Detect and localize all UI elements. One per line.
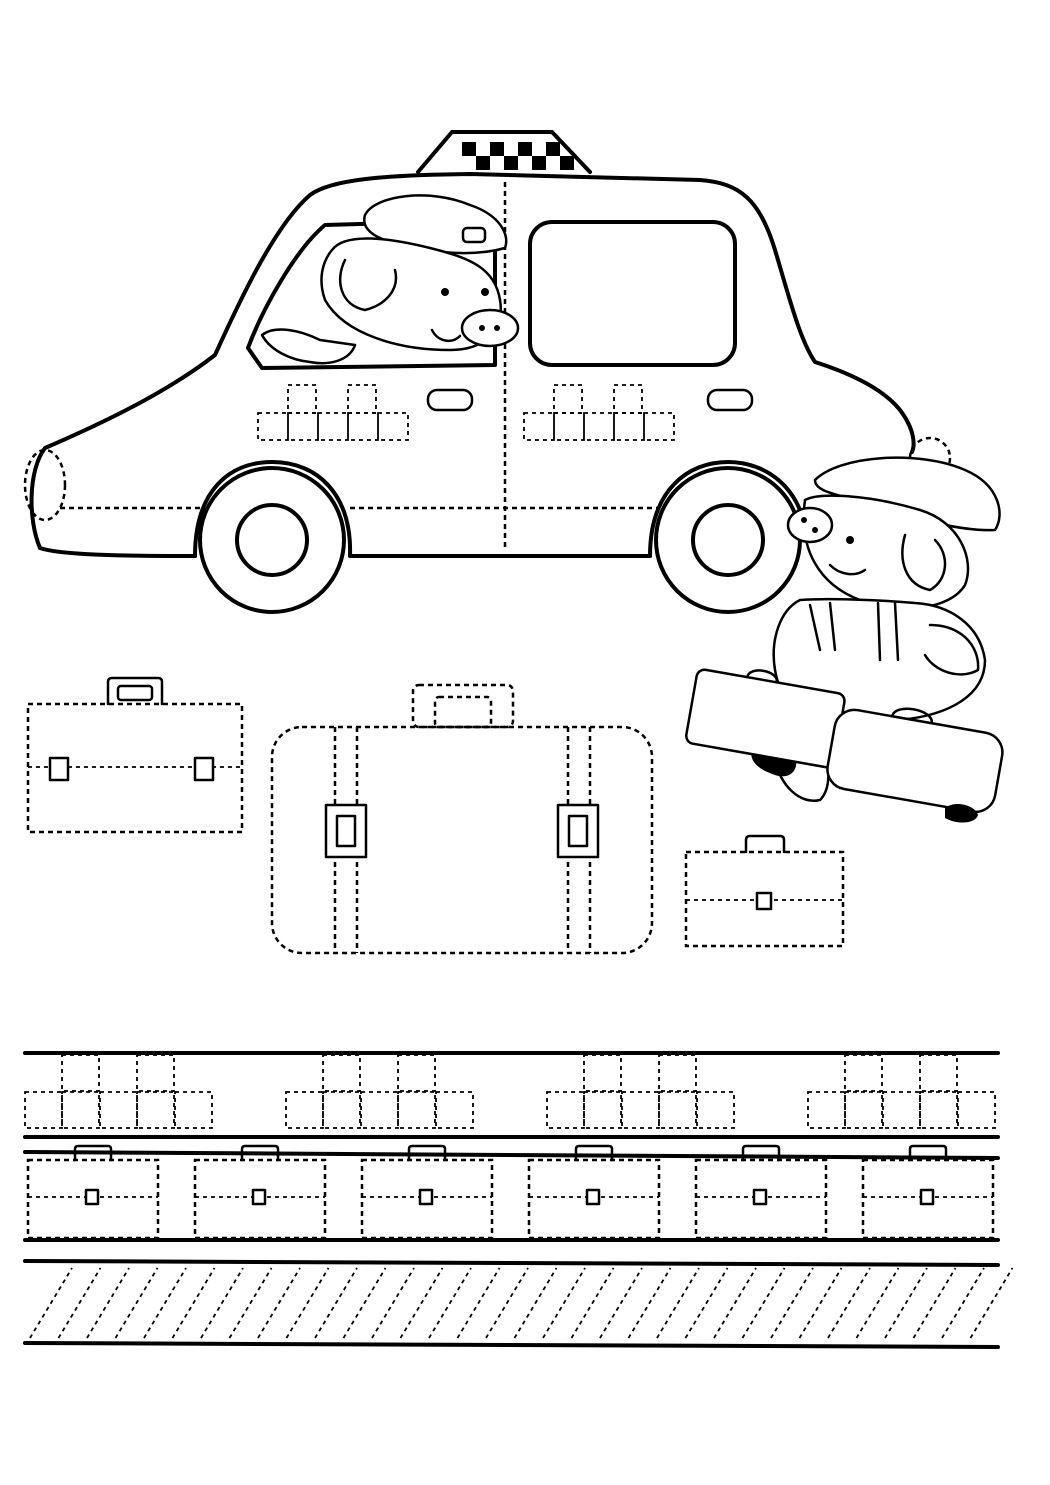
row-briefcase <box>193 1144 327 1240</box>
taxi-checker-pattern <box>462 142 574 170</box>
diagonal-stroke <box>713 1267 757 1339</box>
diagonal-stroke <box>798 1267 843 1339</box>
door-pattern-rear <box>523 384 675 441</box>
front-wheel-arch <box>193 460 353 558</box>
diagonal-stroke <box>57 1267 102 1339</box>
checker-square <box>546 142 560 156</box>
row-line-3 <box>23 1150 1000 1160</box>
diagonal-stroke <box>855 1267 900 1339</box>
row-line-5 <box>23 1259 1000 1267</box>
checker-square <box>490 142 504 156</box>
taxi-car <box>23 130 916 614</box>
rear-window <box>528 220 737 367</box>
diagonal-stroke <box>428 1267 472 1339</box>
diagonal-stroke <box>912 1267 957 1339</box>
large-suitcase <box>270 683 654 955</box>
checker-square <box>518 142 532 156</box>
diagonal-stroke <box>228 1267 273 1339</box>
walking-pig-head <box>802 494 970 610</box>
walking-pig-ear <box>901 533 947 592</box>
tracing-rows <box>23 1051 1014 1349</box>
diagonal-stroke <box>941 1267 985 1339</box>
car-bottom <box>38 546 197 558</box>
rear-wheel-arch <box>648 460 807 558</box>
diagonal-stroke <box>200 1267 244 1339</box>
diagonal-stroke <box>342 1267 387 1339</box>
walking-pig-strap-right <box>876 601 900 662</box>
row-briefcase <box>694 1144 828 1240</box>
row-briefcase <box>527 1144 661 1240</box>
diagonal-stroke <box>570 1267 615 1339</box>
diagonal-stroke <box>143 1267 187 1339</box>
diagonal-stroke <box>114 1267 159 1339</box>
carried-suitcase-right <box>826 707 1004 814</box>
walking-pig-smile <box>828 563 867 576</box>
diagonal-stroke <box>599 1267 643 1339</box>
diagonal-stroke <box>684 1267 729 1339</box>
diagonal-stroke <box>456 1267 501 1339</box>
driver-eye-left <box>441 288 449 296</box>
diagonal-stroke <box>741 1267 786 1339</box>
diagonal-stroke <box>399 1267 444 1339</box>
cross-pattern <box>285 1054 474 1129</box>
row-briefcase <box>360 1144 494 1240</box>
door-pattern-front <box>257 384 409 441</box>
cap-badge <box>461 226 487 244</box>
diagonal-stroke <box>485 1267 529 1339</box>
checker-square <box>560 156 574 170</box>
diagonal-stroke <box>285 1267 330 1339</box>
walking-pig-snout <box>786 506 834 544</box>
cross-pattern-row <box>24 1054 996 1129</box>
rear-wheel <box>654 466 802 614</box>
small-briefcase-right <box>684 834 845 948</box>
diagonal-stroke <box>29 1267 73 1339</box>
diagonal-stroke-row <box>29 1267 1014 1339</box>
driver-snout <box>460 308 520 348</box>
driver-pig <box>260 194 520 365</box>
driver-eye-right <box>481 288 489 296</box>
cross-pattern <box>546 1054 735 1129</box>
walking-pig <box>685 436 1004 823</box>
taxi-roof-sign <box>416 130 592 174</box>
driver-arm <box>260 328 357 365</box>
walking-pig-eye <box>846 536 854 544</box>
walking-pig-strap-left <box>808 601 837 652</box>
driver-smile <box>430 328 462 343</box>
headlight <box>23 448 67 522</box>
cross-pattern <box>24 1054 213 1129</box>
walking-pig-sleeve <box>923 623 980 676</box>
small-briefcase-left <box>26 676 244 834</box>
front-wheel <box>198 466 346 614</box>
diagonal-stroke <box>171 1267 216 1339</box>
row-briefcase <box>26 1144 160 1240</box>
diagonal-stroke <box>627 1267 672 1339</box>
diagonal-stroke <box>770 1267 814 1339</box>
driver-ear <box>338 258 398 312</box>
diagonal-stroke <box>542 1267 586 1339</box>
checker-square <box>504 156 518 170</box>
row-line-6 <box>23 1341 1000 1349</box>
checker-square <box>532 156 546 170</box>
car-body <box>29 172 916 550</box>
diagonal-stroke <box>656 1267 700 1339</box>
cross-pattern <box>807 1054 996 1129</box>
diagonal-stroke <box>827 1267 871 1339</box>
diagonal-stroke <box>884 1267 928 1339</box>
diagonal-stroke <box>86 1267 130 1339</box>
diagonal-stroke <box>257 1267 301 1339</box>
diagonal-stroke <box>314 1267 358 1339</box>
briefcase-row <box>26 1144 995 1240</box>
row-briefcase <box>861 1144 995 1240</box>
diagonal-stroke <box>513 1267 558 1339</box>
rear-door-handle <box>706 388 754 412</box>
front-door-handle <box>426 388 474 412</box>
checker-square <box>476 156 490 170</box>
diagonal-stroke <box>371 1267 415 1339</box>
diagonal-stroke <box>969 1267 1014 1339</box>
checker-square <box>462 142 476 156</box>
walking-pig-shoe-2 <box>945 804 978 823</box>
